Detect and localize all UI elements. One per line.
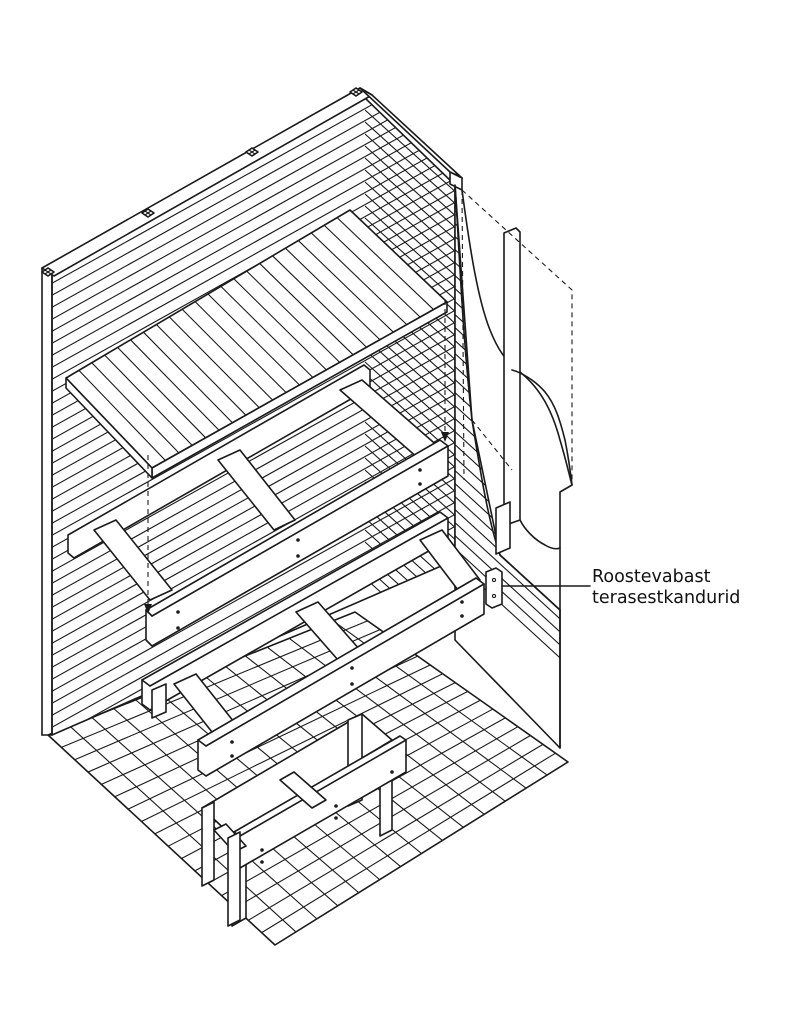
callout-line-2: terasestkandurid (592, 588, 741, 608)
callout-label: Roostevabast terasestkandurid (592, 567, 782, 609)
callout-line-1: Roostevabast (592, 567, 711, 587)
upper-bench-frame (67, 364, 449, 647)
placement-guides (144, 300, 449, 614)
steel-bracket (485, 501, 511, 609)
step-stool (201, 713, 407, 927)
down-arrow-icon (441, 432, 449, 442)
down-arrow-icon (144, 604, 152, 614)
glass-door-panel (454, 184, 573, 749)
upper-bench-top (65, 209, 448, 479)
lower-bench-frame (141, 511, 485, 777)
